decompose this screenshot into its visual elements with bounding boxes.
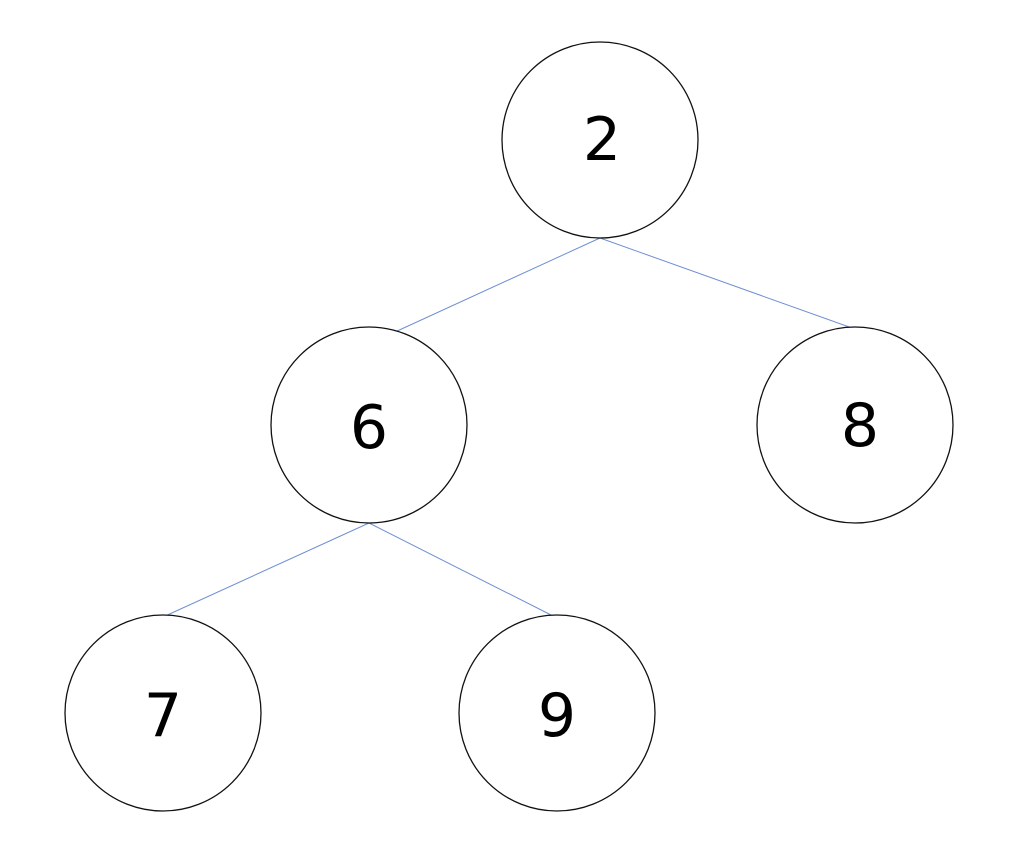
node-label: 9: [538, 681, 576, 751]
node-label: 6: [350, 393, 388, 463]
tree-node-2: 2: [501, 41, 699, 239]
tree-node-6: 6: [270, 326, 468, 524]
edge-6-7: [162, 522, 370, 618]
node-circle: [64, 614, 262, 812]
node-circle: [501, 41, 699, 239]
tree-node-8: 8: [756, 326, 954, 524]
tree-edges: [162, 237, 853, 618]
tree-node-9: 9: [458, 614, 656, 812]
tree-node-7: 7: [64, 614, 262, 812]
node-label: 8: [841, 391, 879, 461]
node-label: 7: [144, 681, 182, 751]
edge-6-9: [368, 522, 556, 618]
edge-2-8: [599, 237, 853, 329]
node-circle: [756, 326, 954, 524]
edge-2-6: [394, 237, 601, 333]
node-label: 2: [583, 105, 621, 175]
node-circle: [270, 326, 468, 524]
node-circle: [458, 614, 656, 812]
